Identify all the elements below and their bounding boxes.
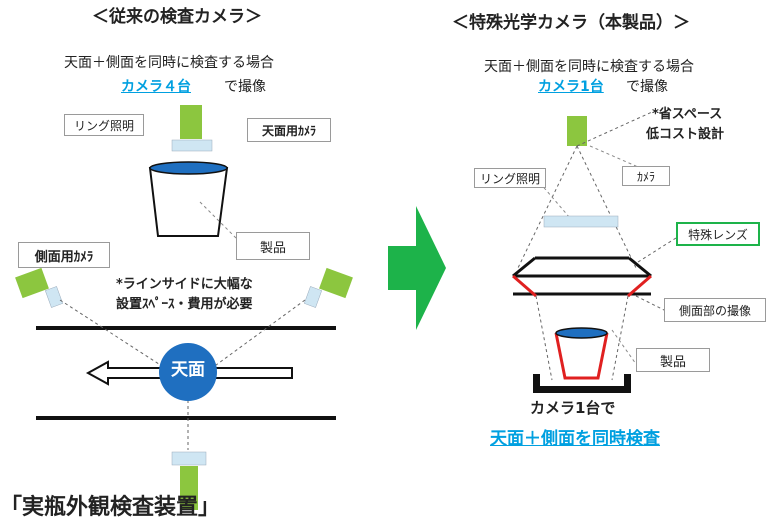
- right-stand: [533, 374, 631, 393]
- left-camera-count: カメラ４台: [121, 79, 191, 95]
- left-note-line2: 設置ｽﾍﾟｰｽ・費用が必要: [116, 297, 253, 312]
- right-special-lens: [512, 256, 652, 298]
- left-product-cup: [148, 167, 229, 237]
- left-side-camera-right: [303, 267, 353, 308]
- right-ring-light-label: リング照明: [474, 168, 546, 188]
- right-product-top: [555, 327, 608, 339]
- right-description: 天面＋側面を同時に検査する場合: [484, 59, 694, 75]
- left-top-camera-label: 天面用ｶﾒﾗ: [247, 118, 331, 142]
- right-lens-label: 特殊レンズ: [676, 222, 760, 246]
- center-arrow: [388, 206, 446, 330]
- right-camera-count: カメラ1台: [538, 79, 604, 95]
- left-side-camera-label: 側面用ｶﾒﾗ: [18, 242, 110, 268]
- right-side-label: 側面部の撮像: [664, 298, 766, 322]
- right-product: [554, 332, 609, 380]
- left-product-label: 製品: [236, 232, 310, 260]
- right-ring-light: [543, 215, 619, 228]
- right-desc-suffix: で撮像: [626, 79, 668, 95]
- right-title: ＜特殊光学カメラ（本製品）＞: [452, 13, 690, 33]
- left-title: ＜従来の検査カメラ＞: [92, 7, 262, 27]
- right-product-label: 製品: [636, 348, 710, 372]
- left-ring-light: [171, 139, 213, 152]
- right-note-line2: 低コスト設計: [646, 127, 725, 142]
- right-camera: [567, 116, 587, 146]
- right-bottom-line1: カメラ1台で: [530, 399, 616, 417]
- caption: 「実瓶外観検査装置」: [0, 495, 221, 520]
- left-side-camera-left: [15, 267, 64, 308]
- left-product-top: [149, 161, 228, 175]
- left-ring-light-label: リング照明: [64, 114, 144, 136]
- left-bottom-ring: [171, 451, 207, 466]
- left-desc-suffix: で撮像: [224, 79, 266, 95]
- left-description: 天面＋側面を同時に検査する場合: [64, 55, 274, 71]
- left-bottom-camera: [180, 466, 198, 510]
- right-note-line1: *省スペース: [652, 107, 723, 122]
- left-top-surface-circle: [159, 343, 217, 401]
- left-circle-label: 天面: [171, 360, 205, 380]
- right-camera-label: ｶﾒﾗ: [622, 166, 670, 186]
- left-top-camera: [180, 105, 202, 139]
- left-note-line1: *ラインサイドに大幅な: [116, 277, 253, 292]
- right-bottom-line2: 天面＋側面を同時検査: [490, 429, 660, 449]
